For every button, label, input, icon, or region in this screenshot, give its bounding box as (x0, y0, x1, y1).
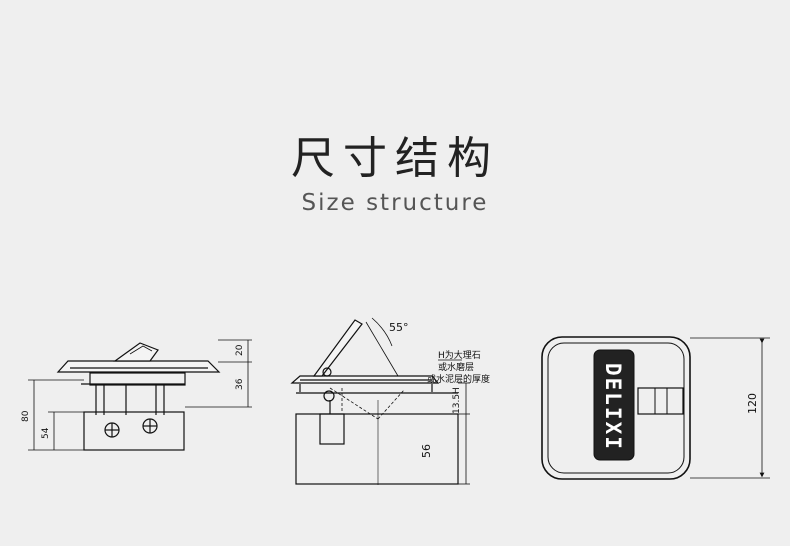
note-line-2: 或水磨层 (438, 361, 474, 373)
note-line-3: 或水泥层的厚度 (427, 373, 490, 385)
side-view-drawing (28, 339, 252, 451)
section-title-cn: 尺寸结构 (291, 133, 499, 184)
top-view-drawing (541, 336, 770, 480)
dim-20-label: 20 (235, 344, 245, 356)
dim-13-5h-label: 13.5H (452, 387, 462, 414)
dim-56-label: 56 (420, 444, 433, 458)
open-view-drawing (290, 317, 470, 485)
dim-36-label: 36 (235, 378, 245, 390)
note-line-1: H为大理石 (438, 349, 481, 361)
dim-120-label: 120 (746, 393, 759, 414)
brand-panel (593, 349, 635, 461)
dim-80-label: 80 (21, 410, 31, 422)
angle-55-label: 55° (389, 321, 409, 334)
brand-logo-text: DELIXI (601, 363, 625, 451)
dim-54-label: 54 (41, 427, 51, 439)
section-title-en: Size structure (301, 190, 489, 216)
